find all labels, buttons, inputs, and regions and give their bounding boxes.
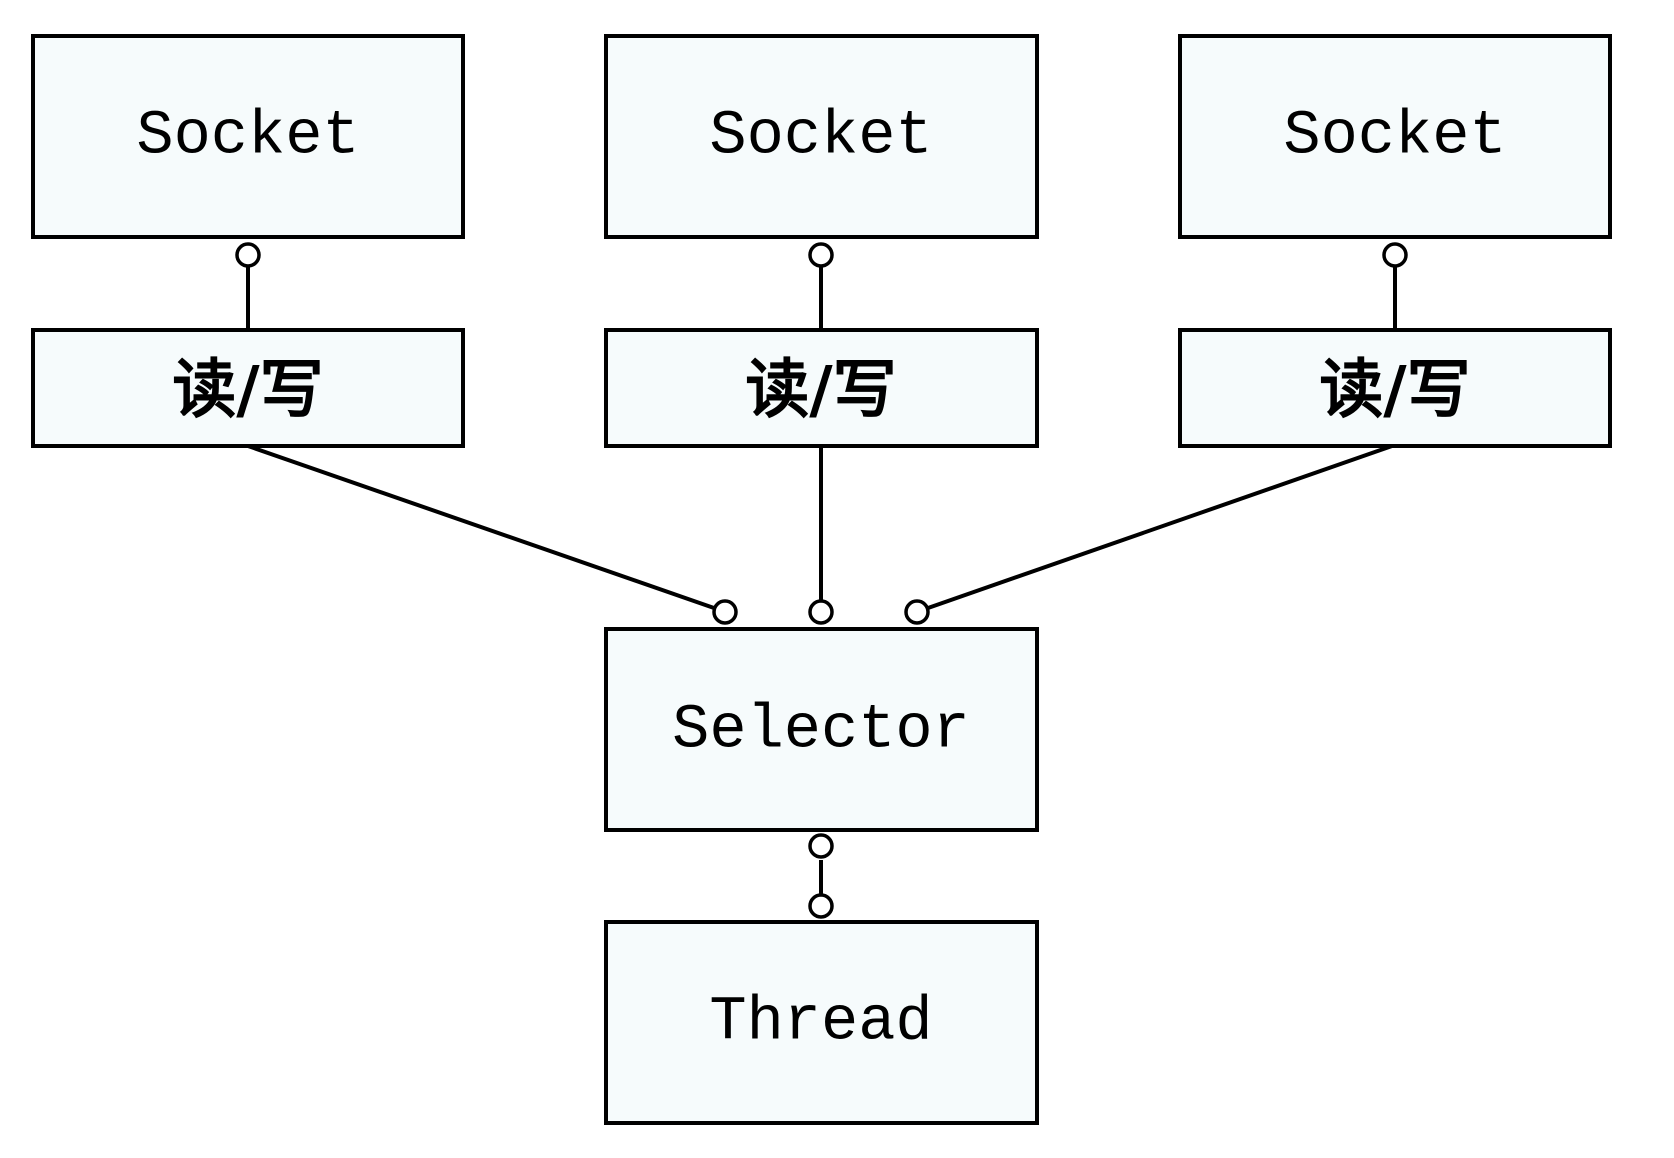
port-socket-3 [1382, 242, 1408, 268]
thread-label: Thread [709, 987, 932, 1058]
port-socket-1 [235, 242, 261, 268]
port-selector-center [808, 599, 834, 625]
read-write-node-3: 读/写 [1178, 328, 1612, 448]
edge-rw-3-to-selector [927, 444, 1393, 610]
port-thread-top [808, 893, 834, 919]
read-write-label-1: 读/写 [172, 353, 323, 428]
port-socket-2 [808, 242, 834, 268]
read-write-label-3: 读/写 [1319, 353, 1470, 428]
socket-node-2: Socket [604, 34, 1039, 239]
selector-node: Selector [604, 627, 1039, 832]
socket-node-3: Socket [1178, 34, 1612, 239]
selector-label: Selector [672, 695, 970, 766]
port-selector-left [712, 599, 738, 625]
port-selector-right [904, 599, 930, 625]
read-write-node-2: 读/写 [604, 328, 1039, 448]
thread-node: Thread [604, 920, 1039, 1125]
socket-node-1: Socket [31, 34, 465, 239]
read-write-node-1: 读/写 [31, 328, 465, 448]
socket-label-1: Socket [136, 101, 359, 172]
port-selector-bottom [808, 833, 834, 859]
socket-label-2: Socket [709, 101, 932, 172]
edge-rw-1-to-selector [247, 444, 715, 610]
read-write-label-2: 读/写 [745, 353, 896, 428]
socket-label-3: Socket [1283, 101, 1506, 172]
